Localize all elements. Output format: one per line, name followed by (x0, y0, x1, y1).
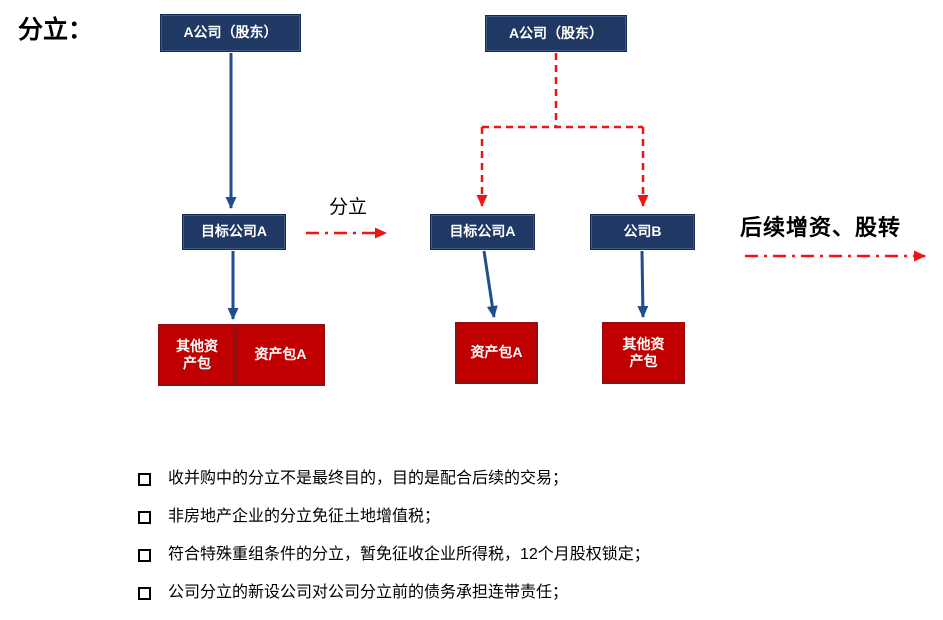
followup-label: 后续增资、股转 (740, 215, 902, 240)
box-target-company-left: 目标公司A (182, 214, 286, 250)
box-asset-other-right: 其他资 产包 (602, 322, 685, 384)
list-item: 非房地产企业的分立免征土地增值税； (138, 506, 858, 528)
square-bullet-icon (138, 587, 151, 600)
bullet-text: 收并购中的分立不是最终目的，目的是配合后续的交易； (168, 470, 569, 487)
box-parent-company-left: A公司（股东） (160, 14, 301, 52)
arrow-companyb-to-asset-other (637, 250, 649, 318)
box-company-b: 公司B (590, 214, 695, 250)
square-bullet-icon (138, 511, 151, 524)
bullet-list: 收并购中的分立不是最终目的，目的是配合后续的交易； 非房地产企业的分立免征土地增… (138, 468, 858, 620)
box-target-company-right: 目标公司A (430, 214, 535, 250)
arrow-target-to-asset-a (482, 250, 498, 318)
dashed-split-connector (482, 53, 643, 129)
box-parent-company-right: A公司（股东） (485, 15, 627, 52)
box-asset-a-right: 资产包A (455, 322, 538, 384)
box-asset-other-left: 其他资 产包 (158, 324, 236, 386)
square-bullet-icon (138, 473, 151, 486)
bullet-text: 符合特殊重组条件的分立，暂免征收企业所得税，12个月股权锁定； (168, 546, 650, 563)
square-bullet-icon (138, 549, 151, 562)
box-asset-a-left: 资产包A (236, 324, 325, 386)
list-item: 公司分立的新设公司对公司分立前的债务承担连带责任； (138, 582, 858, 604)
list-item: 收并购中的分立不是最终目的，目的是配合后续的交易； (138, 468, 858, 490)
bullet-text: 公司分立的新设公司对公司分立前的债务承担连带责任； (168, 584, 569, 601)
bullet-text: 非房地产企业的分立免征土地增值税； (168, 508, 441, 525)
list-item: 符合特殊重组条件的分立，暂免征收企业所得税，12个月股权锁定； (138, 544, 858, 566)
slide-title: 分立： (18, 16, 94, 44)
transition-label: 分立 (328, 197, 367, 218)
